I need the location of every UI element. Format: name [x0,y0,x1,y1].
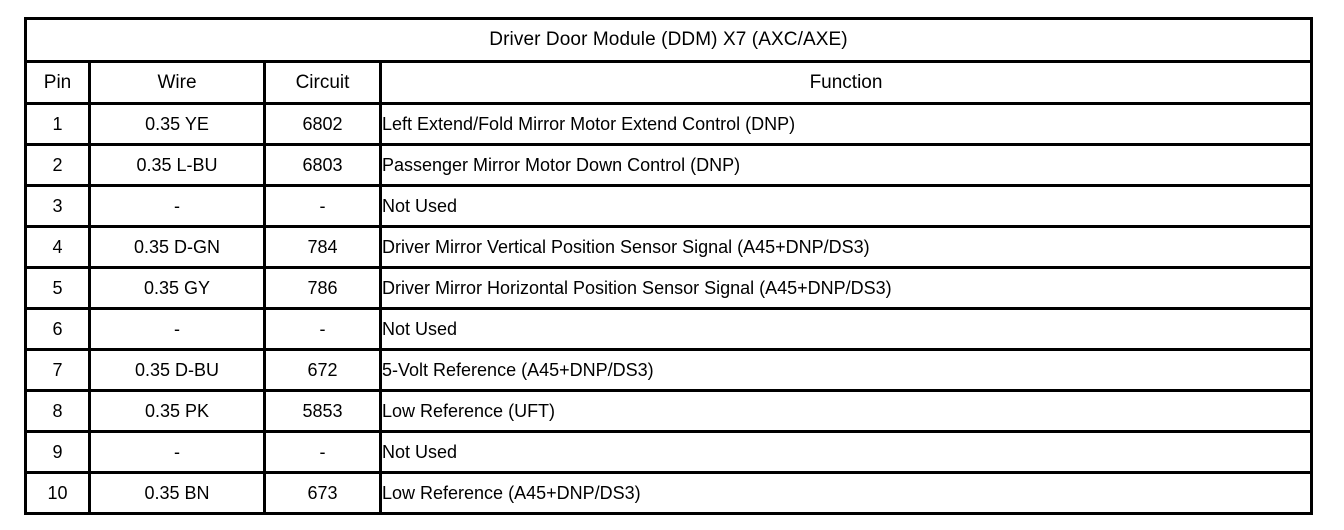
column-header-wire: Wire [88,60,266,105]
table-row: 2 0.35 L-BU 6803 Passenger Mirror Motor … [24,143,1313,187]
table-title: Driver Door Module (DDM) X7 (AXC/AXE) [24,17,1313,63]
cell-function: Passenger Mirror Motor Down Control (DNP… [379,143,1313,187]
cell-wire: - [88,184,266,228]
cell-pin: 8 [24,389,91,433]
column-header-function: Function [379,60,1313,105]
cell-wire: 0.35 PK [88,389,266,433]
cell-function: 5-Volt Reference (A45+DNP/DS3) [379,348,1313,392]
cell-circuit: 784 [263,225,382,269]
cell-wire: - [88,430,266,474]
cell-circuit: 672 [263,348,382,392]
column-header-pin: Pin [24,60,91,105]
cell-pin: 9 [24,430,91,474]
cell-function: Not Used [379,184,1313,228]
cell-function: Left Extend/Fold Mirror Motor Extend Con… [379,102,1313,146]
table-row: 7 0.35 D-BU 672 5-Volt Reference (A45+DN… [24,348,1313,392]
column-header-circuit: Circuit [263,60,382,105]
cell-function: Driver Mirror Vertical Position Sensor S… [379,225,1313,269]
cell-circuit: 6802 [263,102,382,146]
table-title-row: Driver Door Module (DDM) X7 (AXC/AXE) [24,17,1313,63]
cell-circuit: - [263,307,382,351]
table-row: 8 0.35 PK 5853 Low Reference (UFT) [24,389,1313,433]
cell-function: Driver Mirror Horizontal Position Sensor… [379,266,1313,310]
cell-circuit: - [263,430,382,474]
cell-wire: 0.35 D-BU [88,348,266,392]
cell-wire: - [88,307,266,351]
cell-pin: 7 [24,348,91,392]
table-row: 9 - - Not Used [24,430,1313,474]
cell-circuit: 786 [263,266,382,310]
table-row: 1 0.35 YE 6802 Left Extend/Fold Mirror M… [24,102,1313,146]
cell-circuit: 6803 [263,143,382,187]
cell-pin: 4 [24,225,91,269]
cell-circuit: 673 [263,471,382,515]
cell-pin: 5 [24,266,91,310]
cell-pin: 6 [24,307,91,351]
table-row: 6 - - Not Used [24,307,1313,351]
cell-wire: 0.35 L-BU [88,143,266,187]
table-row: 5 0.35 GY 786 Driver Mirror Horizontal P… [24,266,1313,310]
cell-wire: 0.35 BN [88,471,266,515]
cell-function: Low Reference (A45+DNP/DS3) [379,471,1313,515]
cell-wire: 0.35 D-GN [88,225,266,269]
connector-pinout-table: Driver Door Module (DDM) X7 (AXC/AXE) Pi… [24,17,1313,515]
table-body: Driver Door Module (DDM) X7 (AXC/AXE) Pi… [24,17,1313,515]
cell-pin: 10 [24,471,91,515]
cell-wire: 0.35 GY [88,266,266,310]
table-row: 10 0.35 BN 673 Low Reference (A45+DNP/DS… [24,471,1313,515]
cell-wire: 0.35 YE [88,102,266,146]
cell-pin: 1 [24,102,91,146]
cell-pin: 2 [24,143,91,187]
cell-circuit: - [263,184,382,228]
table-row: 4 0.35 D-GN 784 Driver Mirror Vertical P… [24,225,1313,269]
cell-pin: 3 [24,184,91,228]
cell-function: Not Used [379,430,1313,474]
cell-function: Not Used [379,307,1313,351]
table-row: 3 - - Not Used [24,184,1313,228]
table-header-row: Pin Wire Circuit Function [24,60,1313,105]
cell-function: Low Reference (UFT) [379,389,1313,433]
cell-circuit: 5853 [263,389,382,433]
